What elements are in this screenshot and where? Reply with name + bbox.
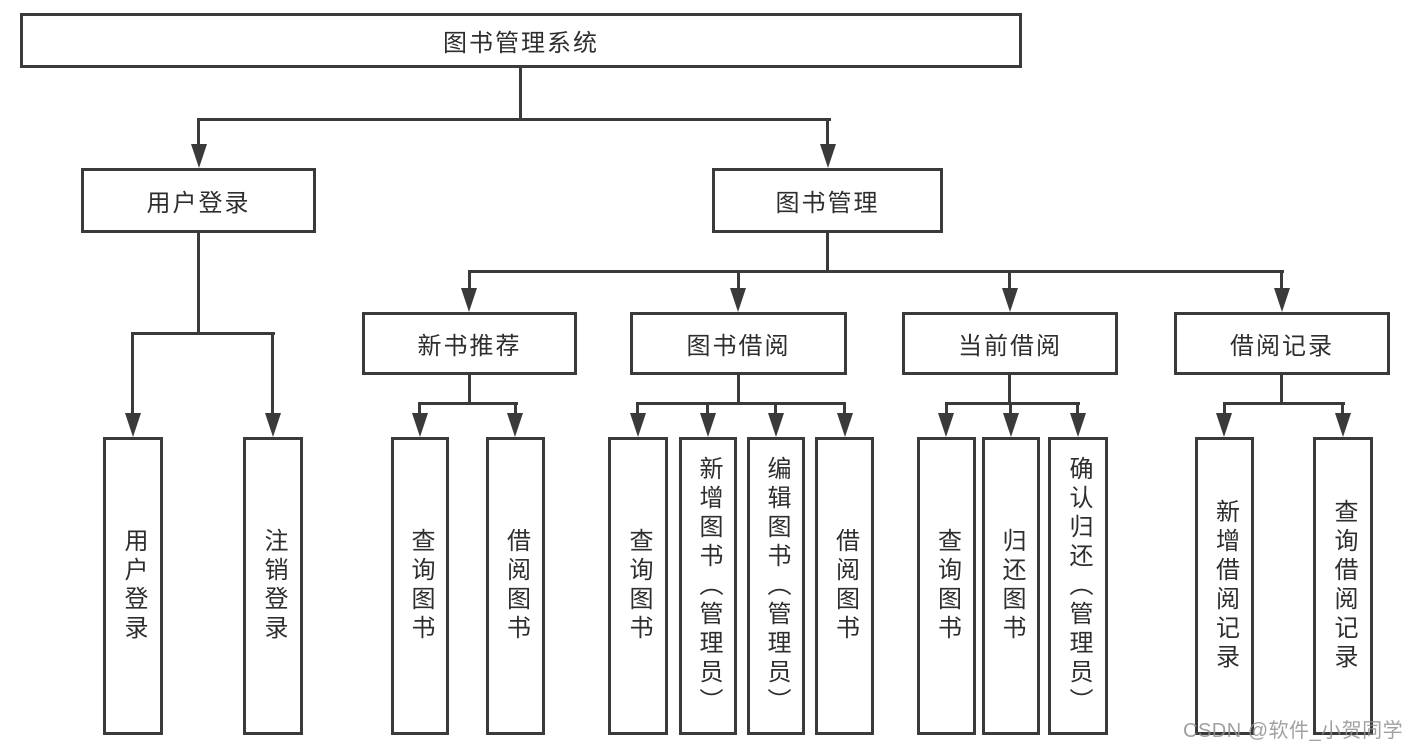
connector-line [706,402,709,416]
connector-line [945,402,1080,405]
connector-line [197,118,200,148]
arrow-down-icon [461,288,477,312]
node-root-library-system: 图书管理系统 [20,13,1022,68]
leaf-return-books: 归还图书 [982,437,1040,735]
connector-line [826,233,829,273]
connector-line [1223,402,1226,416]
arrow-down-icon [412,413,428,437]
arrow-down-icon [1335,413,1351,437]
connector-line [1009,402,1012,416]
leaf-query-books-borrowing: 查询图书 [608,437,668,735]
leaf-query-borrow-record: 查询借阅记录 [1313,437,1373,735]
arrow-down-icon [820,144,836,168]
arrow-down-icon [125,413,141,437]
arrow-down-icon [768,413,784,437]
leaf-add-borrow-record: 新增借阅记录 [1195,437,1254,735]
node-book-management-branch: 图书管理 [712,168,943,233]
arrow-down-icon [630,413,646,437]
leaf-query-books-recommend: 查询图书 [391,437,449,735]
connector-line [514,402,517,416]
connector-line [1280,375,1283,405]
connector-line [468,375,471,405]
connector-line [132,332,275,335]
arrow-down-icon [191,144,207,168]
arrow-down-icon [1002,288,1018,312]
connector-line [1280,270,1283,292]
leaf-borrow-books-recommend: 借阅图书 [486,437,545,735]
connector-line [843,402,846,416]
connector-line [636,402,846,405]
arrow-down-icon [1216,413,1232,437]
leaf-borrow-books: 借阅图书 [815,437,874,735]
connector-line [1341,402,1344,416]
arrow-down-icon [1070,413,1086,437]
leaf-logout: 注销登录 [243,437,303,735]
connector-line [945,402,948,416]
connector-line [131,332,134,415]
connector-line [1008,375,1011,405]
connector-line [737,270,740,292]
connector-line [1008,270,1011,292]
node-book-borrowing: 图书借阅 [630,312,847,375]
connector-line [418,402,421,416]
node-borrowing-records: 借阅记录 [1174,312,1390,375]
arrow-down-icon [700,413,716,437]
node-current-borrowing: 当前借阅 [902,312,1118,375]
connector-line [519,68,522,120]
leaf-confirm-return-admin: 确认归还（管理员） [1048,437,1108,735]
leaf-user-login: 用户登录 [103,437,163,735]
node-user-login-branch: 用户登录 [81,168,316,233]
connector-line [197,118,831,121]
connector-line [737,375,740,405]
connector-line [271,332,274,415]
connector-line [826,118,829,148]
leaf-query-books-current: 查询图书 [917,437,976,735]
arrow-down-icon [265,413,281,437]
connector-line [1223,402,1345,405]
leaf-add-books-admin: 新增图书（管理员） [679,437,737,735]
arrow-down-icon [1003,413,1019,437]
arrow-down-icon [938,413,954,437]
connector-line [419,402,518,405]
connector-line [1076,402,1079,416]
csdn-watermark: CSDN @软件_小贺同学 [1183,720,1404,742]
connector-line [468,270,1284,273]
arrow-down-icon [730,288,746,312]
connector-line [468,270,471,292]
leaf-edit-books-admin: 编辑图书（管理员） [747,437,805,735]
connector-line [197,233,200,335]
arrow-down-icon [1274,288,1290,312]
node-new-book-recommend: 新书推荐 [362,312,577,375]
arrow-down-icon [507,413,523,437]
arrow-down-icon [837,413,853,437]
connector-line [636,402,639,416]
connector-line [774,402,777,416]
